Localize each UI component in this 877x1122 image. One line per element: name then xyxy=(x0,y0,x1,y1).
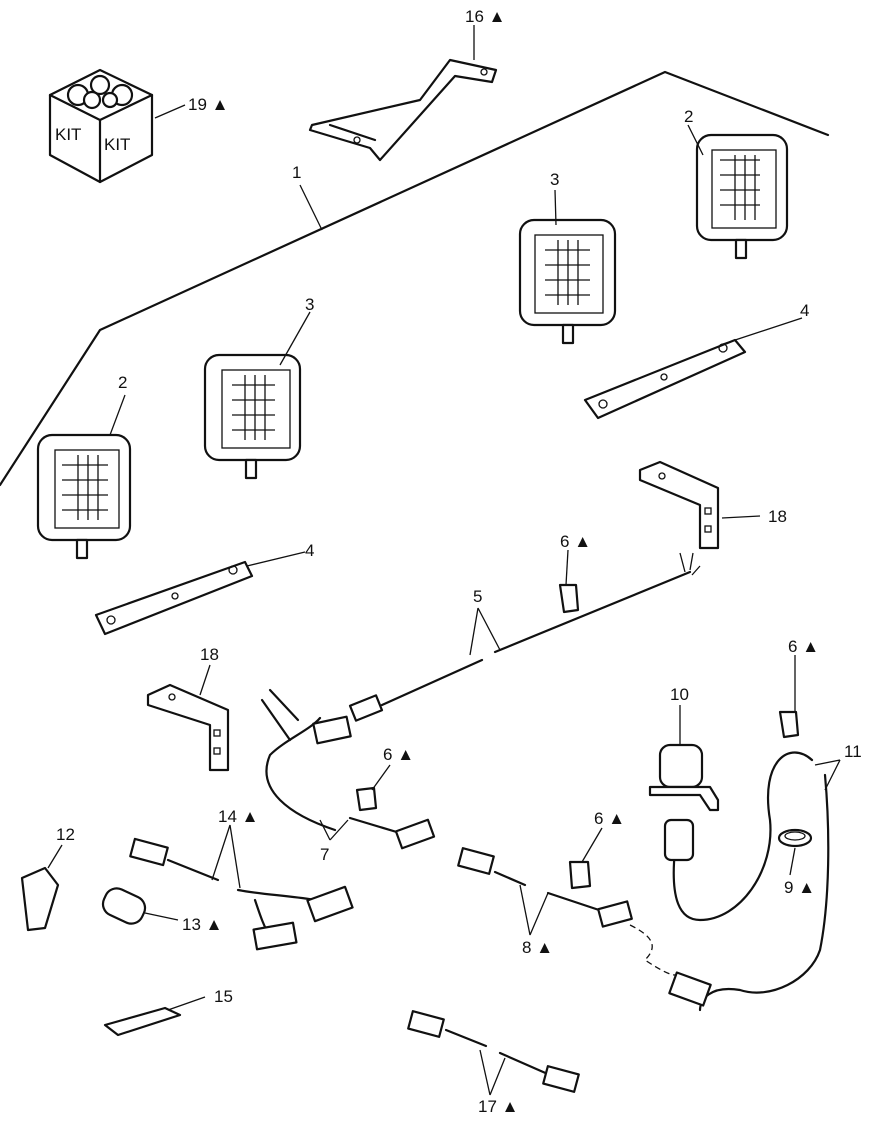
work-lamp-2-left xyxy=(36,433,132,560)
callout-3a: 3 xyxy=(550,170,559,189)
callout-14: 14 ▲ xyxy=(218,807,258,826)
callout-6d: 6 ▲ xyxy=(594,809,625,828)
mount-plate-left xyxy=(94,560,254,636)
switch-12 xyxy=(20,866,60,932)
work-lamp-3-left xyxy=(203,353,302,480)
clip-6b xyxy=(355,786,378,812)
callout-2a: 2 xyxy=(684,107,693,126)
callout-7: 7 xyxy=(320,845,329,864)
callout-4b: 4 xyxy=(305,541,314,560)
work-lamp-3-right xyxy=(518,218,617,345)
callout-6b: 6 ▲ xyxy=(788,637,819,656)
callout-10: 10 xyxy=(670,685,689,704)
callout-12: 12 xyxy=(56,825,75,844)
harness-5 xyxy=(348,552,701,722)
callout-15: 15 xyxy=(214,987,233,1006)
clip-6d xyxy=(568,860,592,890)
callout-2b: 2 xyxy=(118,373,127,392)
kit-box: KIT KIT xyxy=(48,68,154,184)
clip-6a xyxy=(558,583,580,614)
callout-3b: 3 xyxy=(305,295,314,314)
relay-10 xyxy=(648,743,720,812)
hose-clamp-9 xyxy=(777,828,813,848)
callout-17: 17 ▲ xyxy=(478,1097,518,1116)
callout-6a: 6 ▲ xyxy=(560,532,591,551)
harness-14 xyxy=(129,837,354,951)
callout-16: 16 ▲ xyxy=(465,7,505,26)
kit-text-right: KIT xyxy=(104,135,130,154)
callout-labels: 1 2 2 3 3 4 4 5 6 ▲ 6 ▲ 6 ▲ 6 ▲ 7 8 ▲ 9 … xyxy=(56,7,862,1116)
harness-7 xyxy=(260,688,436,850)
callout-8: 8 ▲ xyxy=(522,938,553,957)
callout-9: 9 ▲ xyxy=(784,878,815,897)
lamp-bracket-left xyxy=(146,683,230,772)
kit-text-left: KIT xyxy=(55,125,81,144)
callout-6c: 6 ▲ xyxy=(383,745,414,764)
mount-plate-right xyxy=(583,338,747,420)
connector-13 xyxy=(101,887,147,925)
callout-5: 5 xyxy=(473,587,482,606)
callout-19: 19 ▲ xyxy=(188,95,228,114)
lamp-bracket-right xyxy=(638,460,720,550)
cab-outline xyxy=(0,70,830,487)
callout-1: 1 xyxy=(292,163,301,182)
mount-bracket xyxy=(308,58,498,162)
leader-lines xyxy=(47,25,841,1096)
callout-18b: 18 xyxy=(200,645,219,664)
harness-8 xyxy=(457,847,676,976)
callout-11: 11 xyxy=(844,742,862,761)
work-lamp-2-right xyxy=(695,133,789,260)
tag-15 xyxy=(103,1006,182,1037)
harness-11 xyxy=(663,751,830,1012)
clip-6c xyxy=(778,710,800,739)
callout-18a: 18 xyxy=(768,507,787,526)
callout-4a: 4 xyxy=(800,301,809,320)
harness-17 xyxy=(407,1010,580,1093)
callout-13: 13 ▲ xyxy=(182,915,222,934)
